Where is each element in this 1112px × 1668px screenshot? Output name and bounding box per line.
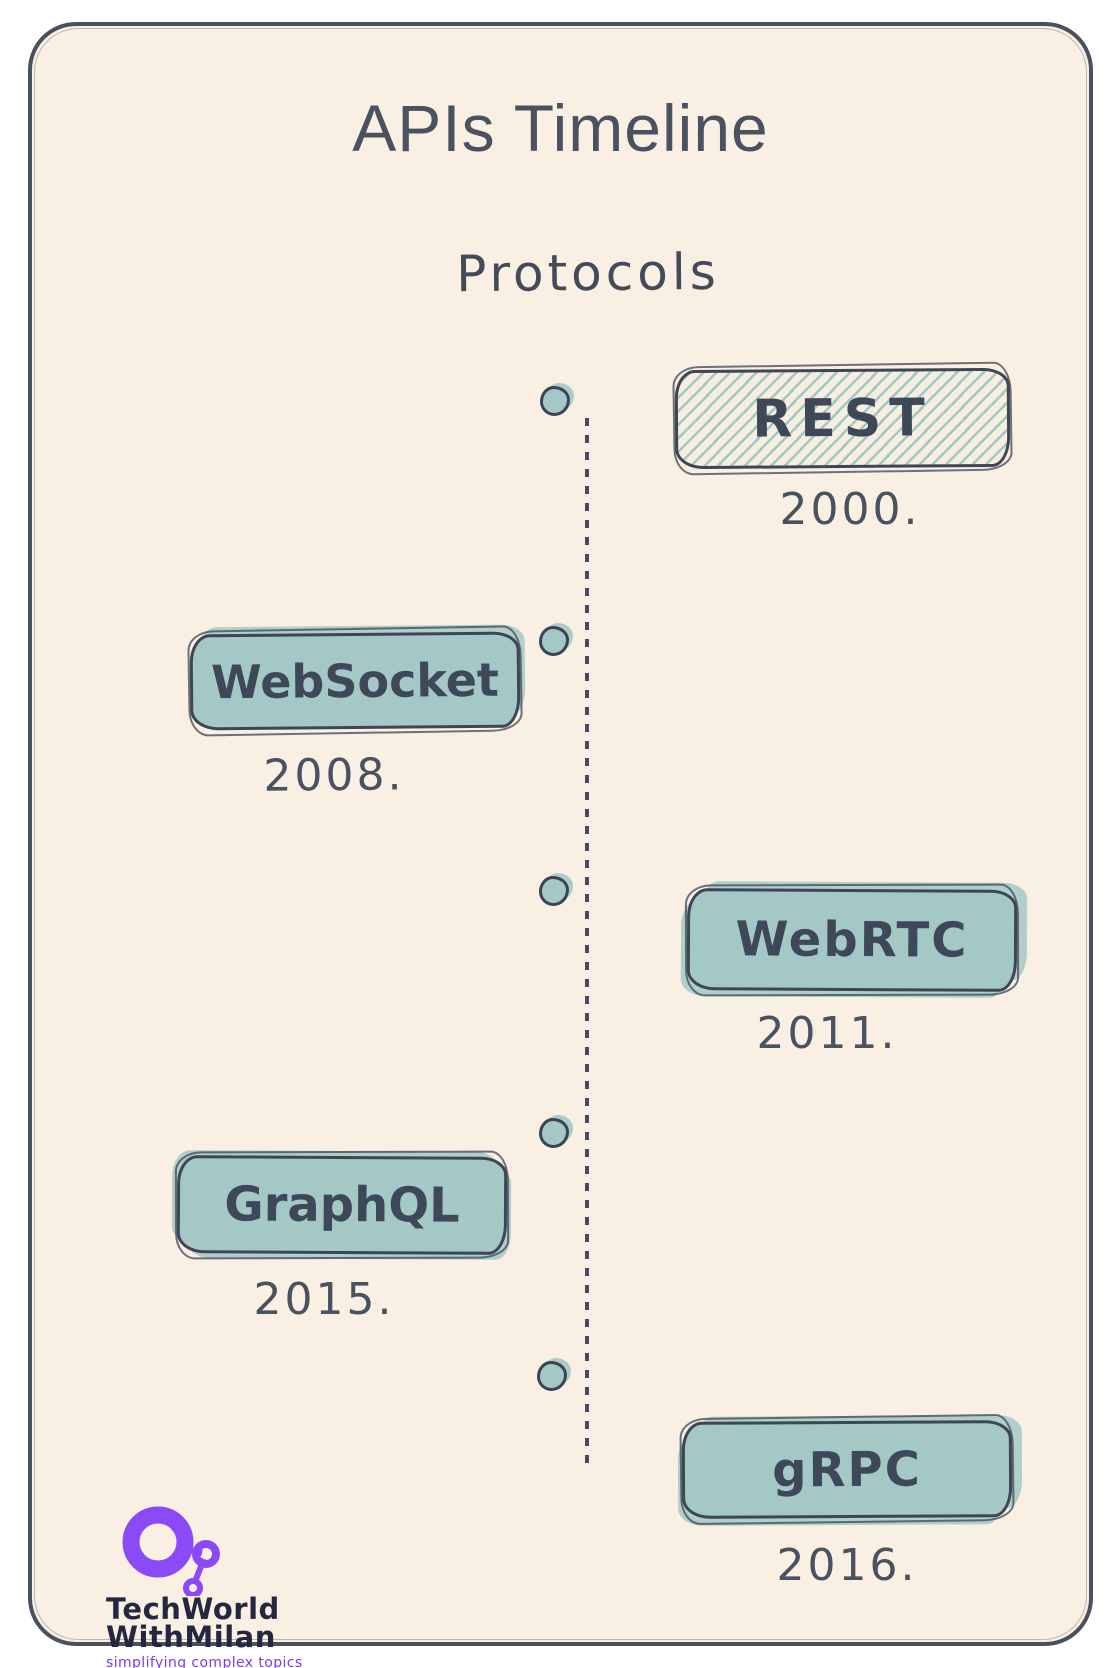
molecule-icon <box>122 1506 220 1596</box>
timeline-box-rest: REST <box>674 367 1011 470</box>
timeline-dot-graphql <box>539 1118 569 1148</box>
timeline-year: 2016. <box>776 1540 918 1591</box>
timeline-year: 2011. <box>756 1008 898 1059</box>
timeline-dot-webrtc <box>539 876 569 906</box>
timeline-label: WebRTC <box>735 911 969 969</box>
timeline-label: gRPC <box>771 1441 923 1498</box>
timeline-dot-websocket <box>539 626 569 656</box>
poster-frame: APIs Timeline Protocols REST 2000. WebSo… <box>28 22 1093 1668</box>
timeline-label: WebSocket <box>210 652 500 710</box>
section-title: Protocols <box>455 242 721 304</box>
timeline-label: GraphQL <box>224 1176 460 1234</box>
timeline-year: 2008. <box>263 749 405 802</box>
timeline-box-graphql: GraphQL <box>176 1155 508 1255</box>
timeline-box-webrtc: WebRTC <box>686 888 1018 992</box>
logo-tagline: simplifying complex topics <box>106 1655 303 1668</box>
timeline-box-websocket: WebSocket <box>189 631 521 731</box>
timeline-dot-grpc <box>537 1361 567 1391</box>
brand-logo: TechWorld WithMilan simplifying complex … <box>84 1504 303 1668</box>
logo-text-line1: TechWorld <box>106 1592 280 1626</box>
timeline-box-grpc: gRPC <box>681 1420 1013 1519</box>
timeline-label: REST <box>752 387 933 450</box>
timeline-year: 2000. <box>779 484 921 535</box>
timeline-year: 2015. <box>253 1274 395 1325</box>
page-title: APIs Timeline <box>352 91 769 165</box>
timeline-line <box>585 418 589 1464</box>
timeline-dot-rest <box>540 386 570 416</box>
logo-text-line2: WithMilan <box>106 1619 276 1654</box>
